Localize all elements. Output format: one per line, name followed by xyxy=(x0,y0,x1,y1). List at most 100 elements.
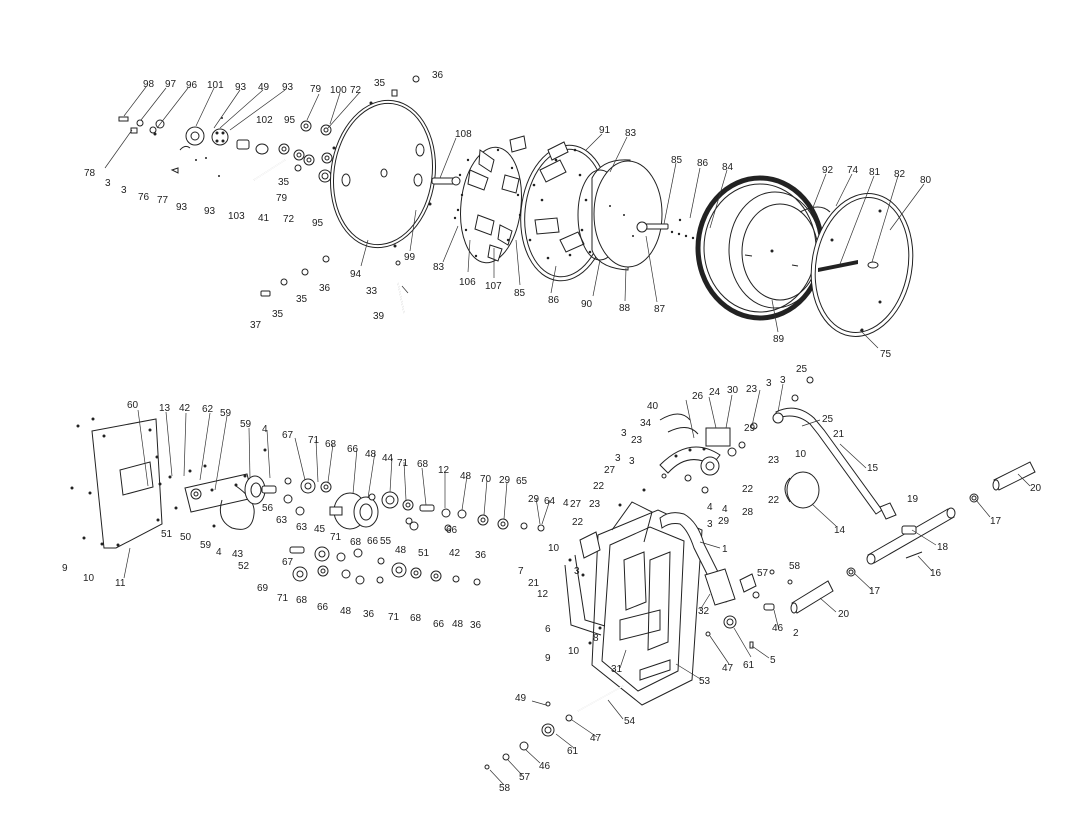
callout: 22 xyxy=(593,481,605,492)
callout: 58 xyxy=(499,783,511,794)
callout: 91 xyxy=(599,125,611,136)
callout: 43 xyxy=(232,549,244,560)
gearbox-parts xyxy=(283,477,545,532)
callout: 46 xyxy=(539,761,551,772)
callout: 93 xyxy=(176,202,188,213)
callout: 58 xyxy=(789,561,801,572)
callout: 37 xyxy=(250,320,262,331)
callout: 3 xyxy=(766,378,772,389)
lower-fasteners xyxy=(260,255,405,314)
callout: 10 xyxy=(568,646,580,657)
callout: 7 xyxy=(518,566,524,577)
callout: 55 xyxy=(380,536,392,547)
callout: 97 xyxy=(165,79,177,90)
callout: 88 xyxy=(619,303,631,314)
callout: 50 xyxy=(180,532,192,543)
callout: 92 xyxy=(822,165,834,176)
callout: 65 xyxy=(516,476,528,487)
callout: 49 xyxy=(258,82,270,93)
callout: 54 xyxy=(624,716,636,727)
callout: 61 xyxy=(743,660,755,671)
callout: 25 xyxy=(822,414,834,425)
callout: 95 xyxy=(284,115,296,126)
callout: 63 xyxy=(296,522,308,533)
callout: 23 xyxy=(746,384,758,395)
callout: 85 xyxy=(671,155,683,166)
callout: 84 xyxy=(722,162,734,173)
callout: 75 xyxy=(880,349,892,360)
callout: 16 xyxy=(930,568,942,579)
callout: 5 xyxy=(770,655,776,666)
callout: 11 xyxy=(115,578,126,589)
callout: 52 xyxy=(238,561,250,572)
callout: 107 xyxy=(485,281,502,292)
callout: 3 xyxy=(121,185,127,196)
callout: 3 xyxy=(780,375,786,386)
callout: 4 xyxy=(262,424,268,435)
bearing-stack xyxy=(278,120,333,183)
callout: 20 xyxy=(838,609,850,620)
callout: 23 xyxy=(768,455,780,466)
callout: 36 xyxy=(470,620,482,631)
callout: 69 xyxy=(257,583,269,594)
callout: 6 xyxy=(545,624,551,635)
callout: 94 xyxy=(350,269,362,280)
handle-tube xyxy=(659,512,775,611)
callout: 15 xyxy=(867,463,879,474)
callout: 98 xyxy=(143,79,155,90)
back-plate xyxy=(70,417,163,549)
callout: 48 xyxy=(340,606,352,617)
crossbar-and-tubes xyxy=(790,461,1036,614)
callout: 93 xyxy=(204,206,216,217)
callout: 29 xyxy=(528,494,540,505)
callout: 61 xyxy=(567,746,579,757)
callout: 57 xyxy=(519,772,531,783)
callouts-bottom-left: 60 13 42 62 59 59 4 11 9 10 51 50 59 4 4… xyxy=(62,400,569,631)
callout: 27 xyxy=(570,499,582,510)
large-wheel xyxy=(695,175,825,321)
callout: 93 xyxy=(235,82,247,93)
callout: 57 xyxy=(757,568,769,579)
callout: 70 xyxy=(480,474,492,485)
callout: 72 xyxy=(283,214,295,225)
callout: 85 xyxy=(514,288,526,299)
callout: 67 xyxy=(282,430,294,441)
callout: 3 xyxy=(707,519,713,530)
callout: 35 xyxy=(278,177,290,188)
callout: 48 xyxy=(452,619,464,630)
callout: 71 xyxy=(388,612,400,623)
callout: 99 xyxy=(404,252,416,263)
callout: 68 xyxy=(350,537,362,548)
callout: 22 xyxy=(768,495,780,506)
callout: 81 xyxy=(869,167,881,178)
callout: 79 xyxy=(310,84,322,95)
callout: 42 xyxy=(179,403,191,414)
callout: 26 xyxy=(692,391,704,402)
callout: 68 xyxy=(410,613,422,624)
hubcap-assembly xyxy=(799,193,914,337)
callout: 9 xyxy=(62,563,68,574)
callout: 3 xyxy=(621,428,627,439)
callout: 101 xyxy=(207,80,224,91)
hub-plates xyxy=(179,126,229,151)
callout: 46 xyxy=(772,623,784,634)
callout: 32 xyxy=(698,606,710,617)
callout: 24 xyxy=(709,387,721,398)
callout: 86 xyxy=(697,158,709,169)
callout: 41 xyxy=(258,213,270,224)
callout: 18 xyxy=(937,542,949,553)
callout: 4 xyxy=(722,504,728,515)
callout: 68 xyxy=(325,439,337,450)
callout: 3 xyxy=(629,456,635,467)
callout: 63 xyxy=(276,515,288,526)
callout: 23 xyxy=(631,435,643,446)
callout: 39 xyxy=(373,311,385,322)
callout: 10 xyxy=(83,573,95,584)
callout: 4 xyxy=(563,498,569,509)
callout: 34 xyxy=(640,418,652,429)
callout: 72 xyxy=(350,85,362,96)
callout: 47 xyxy=(722,663,734,674)
callout: 45 xyxy=(314,524,326,535)
callout: 80 xyxy=(920,175,932,186)
